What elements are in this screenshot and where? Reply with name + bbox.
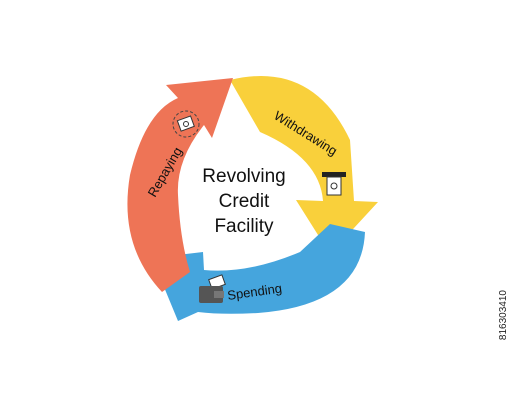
center-title-line-3: Facility [214,216,274,237]
repaying-arrow [127,78,233,292]
wallet-cash-icon [199,274,226,303]
withdrawing-arrow [230,76,378,254]
side-id-text: 816303410 [498,290,509,341]
center-title-line-2: Credit [219,191,270,212]
center-title-line-1: Revolving [202,166,285,187]
atm-cash-icon [322,172,346,196]
cash-cycle-icon [172,110,200,138]
